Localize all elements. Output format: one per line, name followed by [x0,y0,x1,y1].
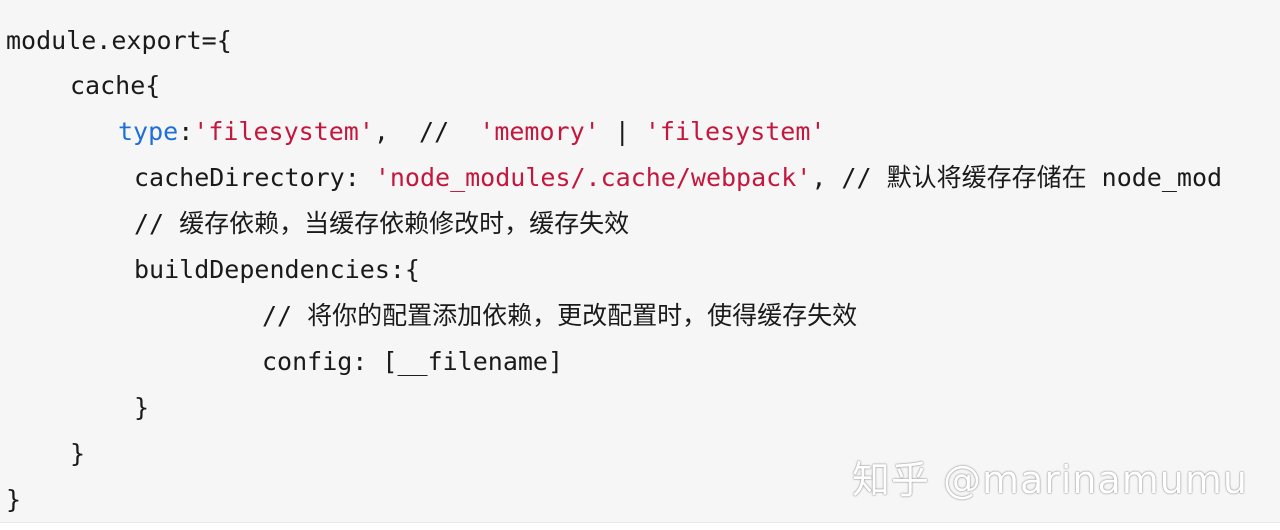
code-string: 'node_modules/.cache/webpack' [374,163,812,192]
code-line-9: } [134,385,149,431]
code-line-7: // 将你的配置添加依赖，更改配置时，使得缓存失效 [262,293,857,339]
code-key: cacheDirectory: [134,163,375,192]
code-keyword: type [118,117,179,146]
code-separator: , // [373,117,480,146]
code-line-1: module.export={ [6,18,232,64]
code-text: } [70,439,86,468]
code-text: cache{ [70,71,161,100]
code-comment: // 缓存依赖，当缓存依赖修改时，缓存失效 [134,209,630,238]
code-string-option-filesystem: 'filesystem' [644,117,826,146]
code-text: config: [__filename] [262,347,564,376]
code-text: } [6,485,22,514]
bottom-divider [0,522,1280,530]
code-line-2: cache{ [70,63,160,109]
code-line-4: cacheDirectory: 'node_modules/.cache/web… [134,155,1222,201]
watermark: 知乎 @marinamumu [851,458,1248,502]
code-comment: // 将你的配置添加依赖，更改配置时，使得缓存失效 [262,301,858,330]
code-line-10: } [70,431,85,477]
code-line-11: } [6,477,21,522]
code-comment: , // 默认将缓存存储在 node_mod [811,163,1223,192]
code-string-option-memory: 'memory' [479,117,600,146]
code-colon: : [178,117,194,146]
code-pipe: | [599,117,645,146]
code-text: buildDependencies:{ [134,255,420,284]
code-line-5: // 缓存依赖，当缓存依赖修改时，缓存失效 [134,201,629,247]
code-line-8: config: [__filename] [262,339,563,385]
code-string: 'filesystem' [193,117,374,146]
code-text: module.export={ [6,26,232,55]
code-line-3: type:'filesystem', // 'memory' | 'filesy… [118,109,825,155]
code-text: } [134,393,150,422]
code-line-6: buildDependencies:{ [134,247,420,293]
